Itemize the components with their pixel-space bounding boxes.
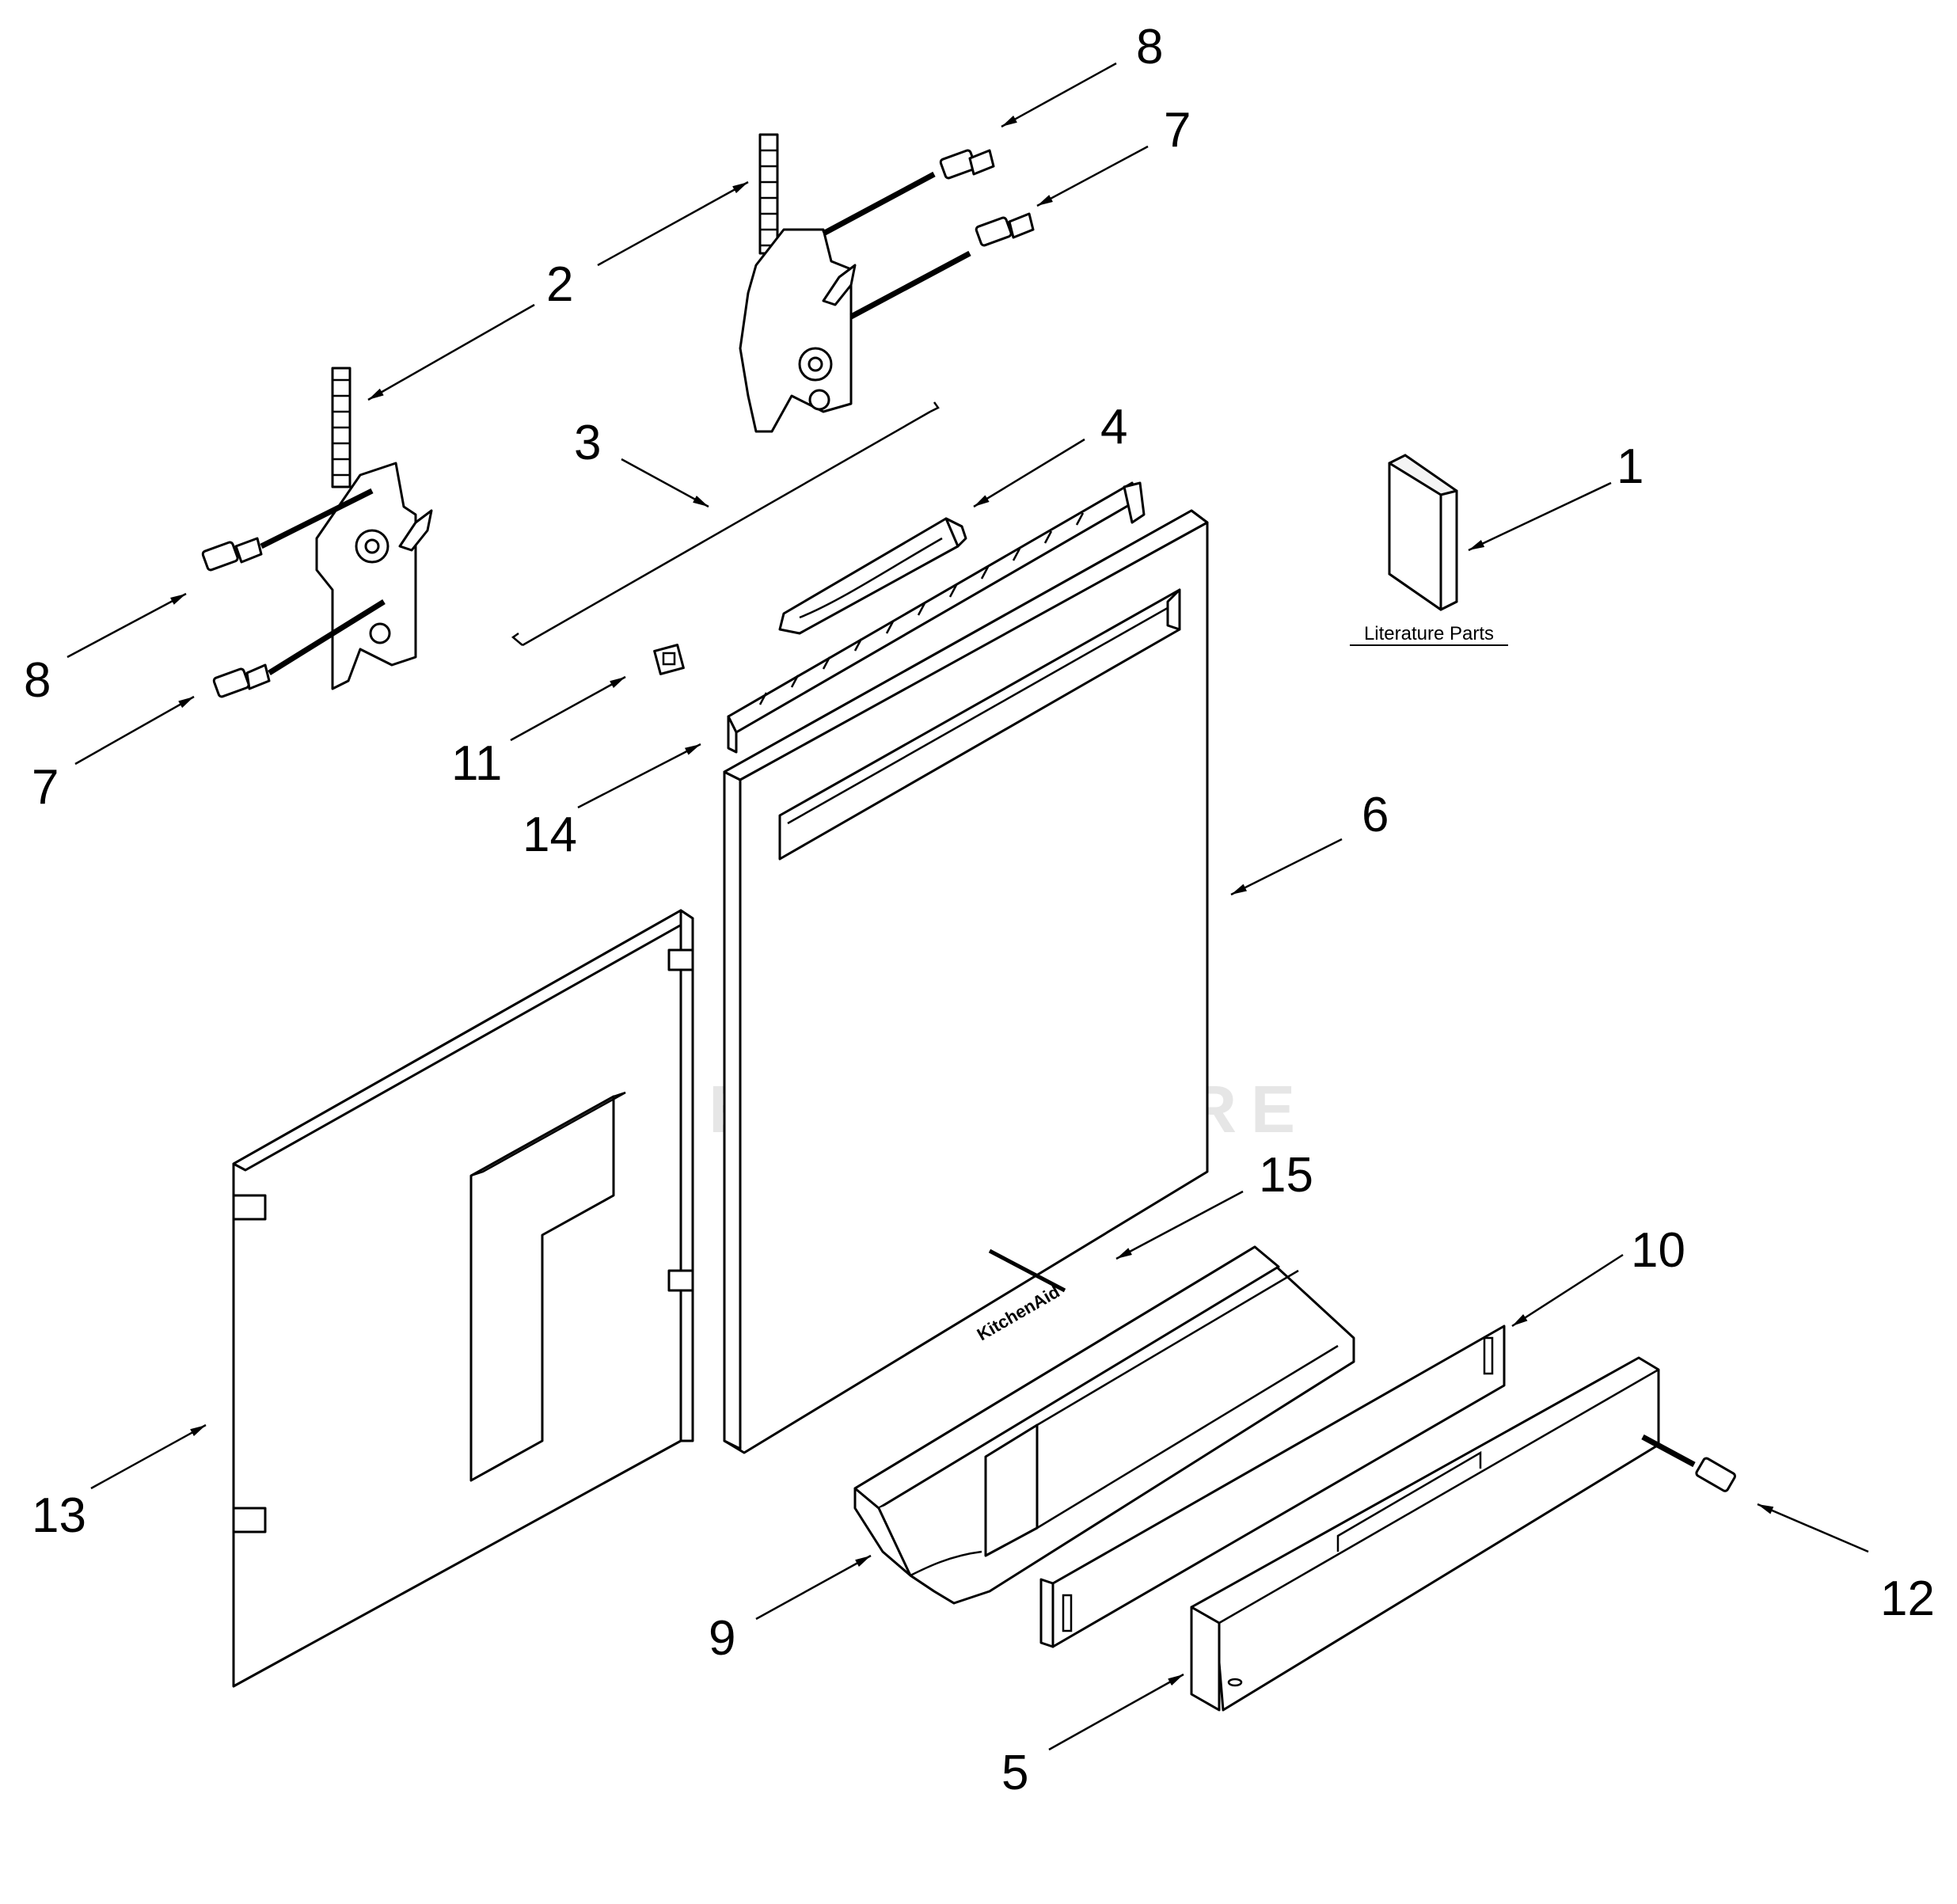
callout-8-right: 8 [1136,20,1163,74]
part-1-literature: Literature Parts [1350,454,1508,646]
arrow-11 [510,675,626,742]
callout-6: 6 [1362,788,1389,842]
arrow-5 [1048,1673,1184,1751]
arrow-9 [755,1554,872,1621]
callout-3: 3 [574,416,601,470]
callout-8-left: 8 [24,653,51,708]
part-11-clip [653,644,685,675]
arrow-14 [577,743,701,809]
callout-10: 10 [1631,1223,1685,1278]
part-2-hinge-left [315,367,433,690]
arrow-2a [367,303,535,401]
callout-labels: 1 2 3 4 5 6 7 7 8 8 9 10 11 12 13 14 15 [24,20,1935,1800]
callout-2: 2 [546,257,573,312]
callout-4: 4 [1100,400,1127,454]
callout-5: 5 [1001,1746,1028,1800]
arrow-15 [1115,1190,1244,1260]
part-15-logo-line [988,1248,1066,1293]
callout-arrows [66,62,1869,1751]
arrow-2b [597,181,749,267]
callout-9: 9 [709,1611,735,1666]
part-7-screw-right [849,212,1035,320]
arrow-12 [1757,1503,1869,1553]
arrow-8a [66,592,187,659]
callout-7-left: 7 [32,760,59,815]
arrow-4 [973,438,1085,508]
arrow-1 [1468,481,1612,552]
callout-14: 14 [522,808,577,862]
arrow-7a [74,695,195,766]
part-2-hinge-right [739,133,857,433]
arrow-13 [90,1423,207,1490]
callout-13: 13 [32,1488,86,1543]
part-8-screw-right [822,149,995,237]
part-8-screw-left [201,488,374,572]
arrow-6 [1230,838,1343,896]
arrow-7b [1036,145,1149,207]
part-12-screw [1641,1434,1736,1492]
part-3-rod [511,401,940,647]
part-5-bracket [1190,1356,1660,1712]
callout-7-right: 7 [1164,103,1191,158]
callout-12: 12 [1880,1571,1935,1626]
callout-11: 11 [451,736,502,791]
part-4-vent [778,517,967,635]
part-6-outer-door: KitchenAid [723,509,1209,1454]
arrow-3 [621,458,709,508]
arrow-10 [1511,1253,1624,1328]
part-14-trim-bar [727,481,1146,754]
literature-parts-label: Literature Parts [1364,623,1494,644]
part-7-screw-left [212,599,386,698]
arrow-8b [1001,62,1117,128]
part-13-door-panel [232,909,694,1688]
callout-1: 1 [1617,439,1644,494]
callout-15: 15 [1259,1148,1313,1203]
part-9-channel [853,1245,1355,1605]
part-10-strip [1039,1324,1506,1648]
